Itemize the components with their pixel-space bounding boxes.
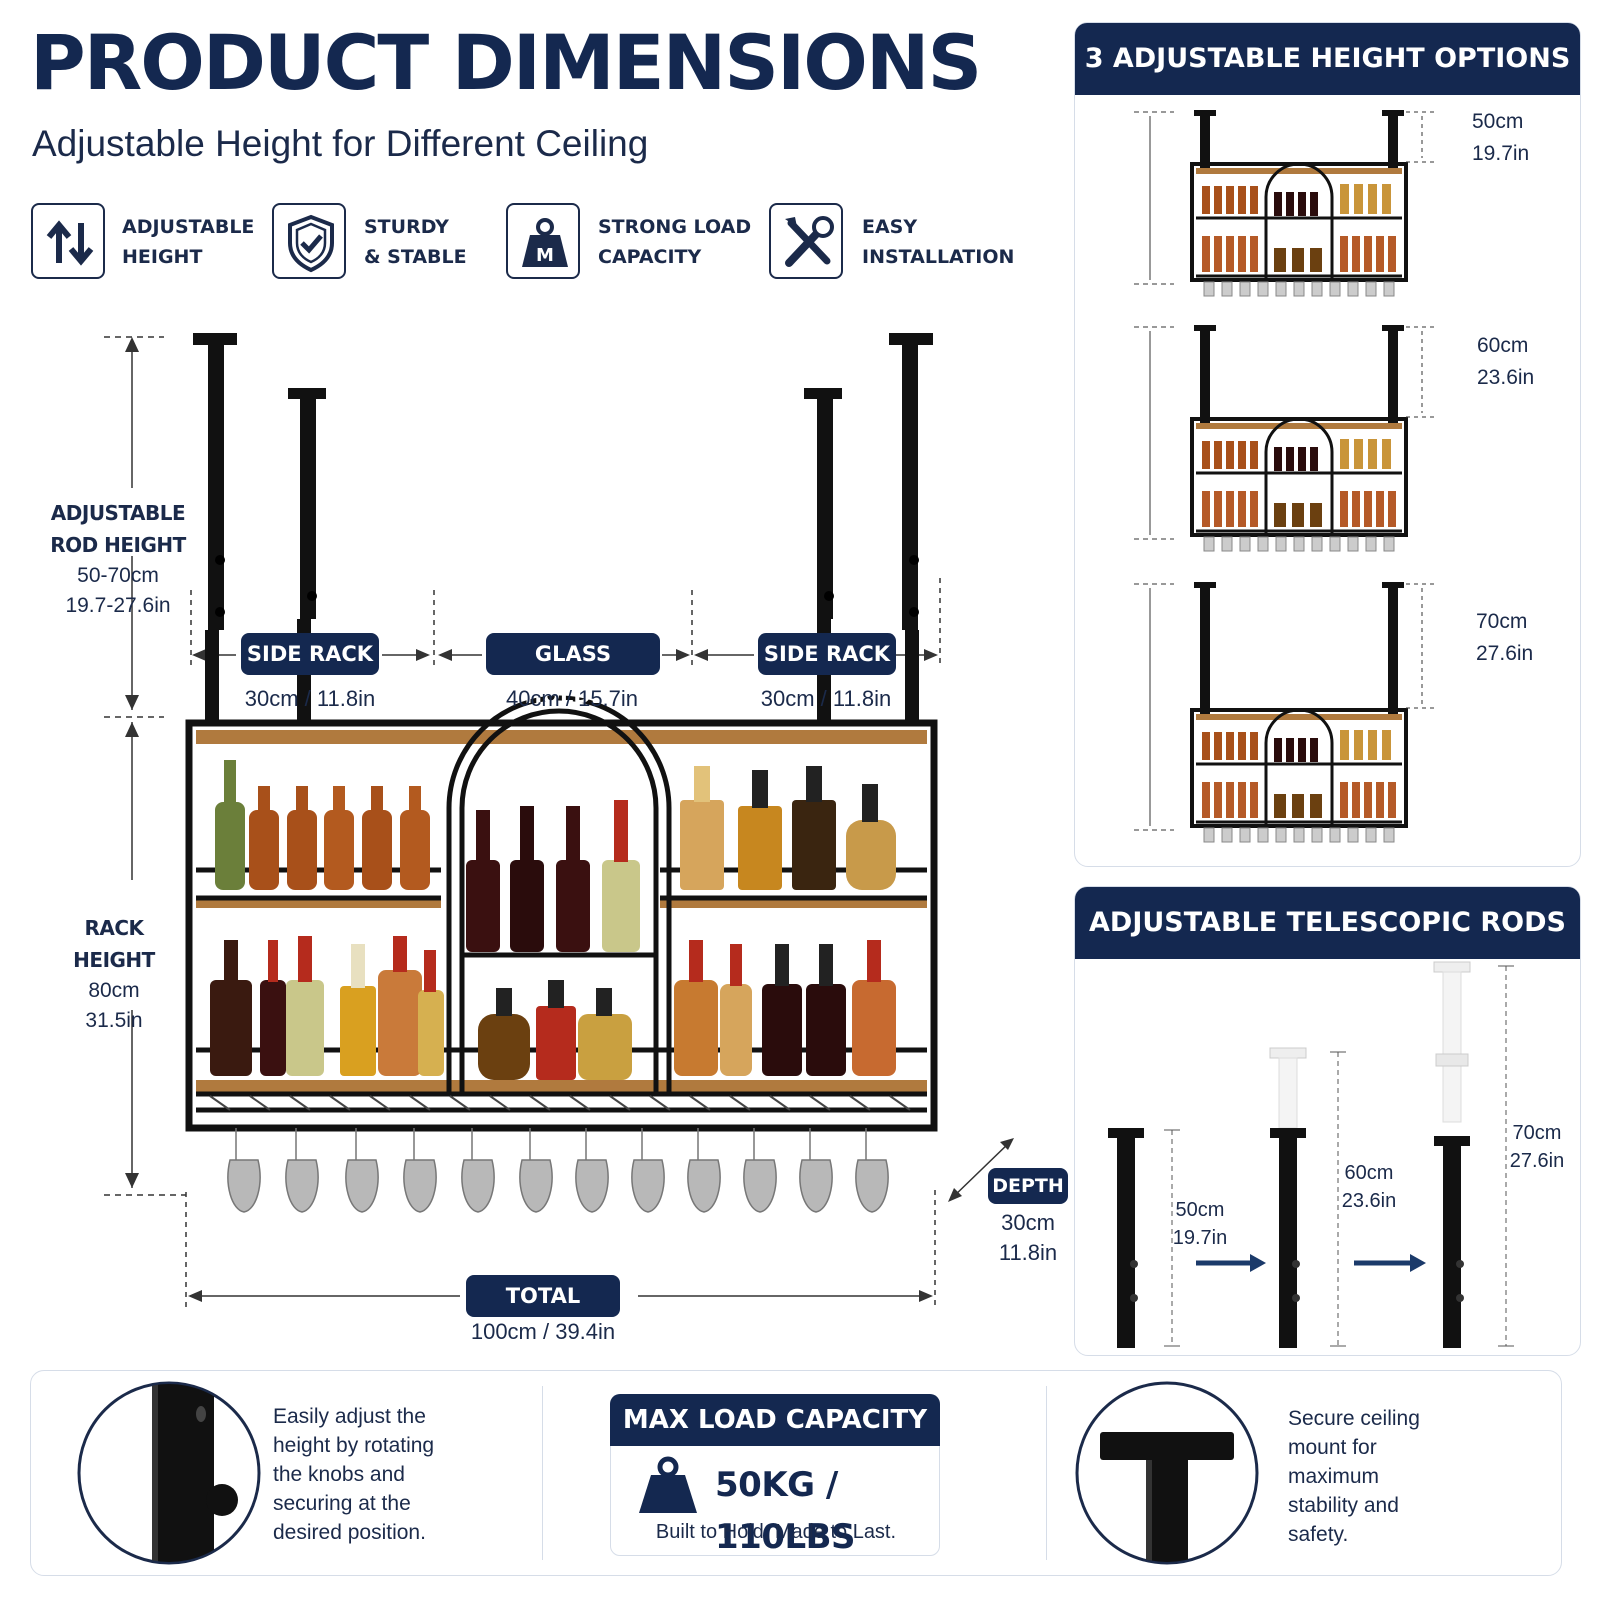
hanging-glasses <box>227 1128 889 1213</box>
divider <box>542 1386 543 1560</box>
wine-rack-illustration <box>104 333 1014 1310</box>
max-load-card: MAX LOAD CAPACITY 50KG / 110LBS Built to… <box>610 1394 940 1557</box>
feature-label-line2: HEIGHT <box>122 246 203 268</box>
svg-text:M: M <box>536 245 554 266</box>
tools-icon <box>769 203 843 279</box>
total-width-badge: TOTAL WIDTH <box>466 1275 620 1350</box>
depth-in: 11.8in <box>998 1240 1058 1265</box>
feature-label-line1: ADJUSTABLE <box>122 216 255 238</box>
side-rack-right-badge: SIDE RACK <box>758 633 896 675</box>
feature-label-line1: STRONG LOAD <box>598 216 752 238</box>
feature-label-line2: & STABLE <box>364 246 467 268</box>
feature-label-line1: STURDY <box>364 216 449 238</box>
shield-check-icon <box>272 203 346 279</box>
knob-detail-image <box>77 1381 261 1565</box>
bottles-upper-right <box>680 766 896 890</box>
height-options-title: 3 ADJUSTABLE HEIGHT OPTIONS <box>1075 23 1580 95</box>
height-options-illustrations <box>1134 110 1436 843</box>
ceiling-mount-detail-image <box>1075 1381 1259 1565</box>
rod-height-label: ADJUSTABLE ROD HEIGHT 50-70cm 19.7-27.6i… <box>50 501 186 617</box>
page-subtitle: Adjustable Height for Different Ceiling <box>32 123 649 164</box>
bottles-arch-upper <box>466 800 640 952</box>
side-rack-right-dim: 30cm / 11.8in <box>760 686 892 711</box>
divider <box>1046 1386 1047 1560</box>
depth-cm: 30cm <box>1001 1210 1055 1235</box>
knob-description: Easily adjust the height by rotating the… <box>273 1405 435 1544</box>
telescopic-rods-panel: ADJUSTABLE TELESCOPIC RODS <box>1074 886 1581 1356</box>
side-rack-left-badge: SIDE RACK <box>241 633 379 675</box>
feature-label-line2: INSTALLATION <box>862 246 1015 268</box>
glass-holder-badge: GLASS HOLDER <box>486 633 660 708</box>
weight-icon: M <box>506 203 580 279</box>
rack-height-label: RACK HEIGHT 80cm 31.5in <box>73 916 155 1032</box>
feature-label-line1: EASY <box>862 216 918 238</box>
total-width-dim: 100cm / 39.4in <box>470 1319 616 1344</box>
depth-badge: DEPTH <box>988 1168 1068 1204</box>
telescopic-rods-title: ADJUSTABLE TELESCOPIC RODS <box>1075 887 1580 959</box>
bottles-upper-left <box>215 760 430 890</box>
mount-description: Secure ceiling mount for maximum stabili… <box>1288 1407 1420 1546</box>
max-load-value: 50KG / 110LBS <box>715 1465 856 1557</box>
glass-holder-dim: 40cm / 15.7in <box>505 686 639 711</box>
telescopic-rods-illustration <box>1108 961 1514 1348</box>
page-title: PRODUCT DIMENSIONS <box>30 18 982 107</box>
side-rack-left-dim: 30cm / 11.8in <box>244 686 376 711</box>
feature-label-line2: CAPACITY <box>598 246 702 268</box>
max-load-tagline: Built to Hold. Made to Last. <box>655 1521 897 1543</box>
bottles-lower-right <box>674 940 896 1076</box>
max-load-title: MAX LOAD CAPACITY <box>610 1394 940 1446</box>
weight-icon <box>639 1456 697 1513</box>
bottles-arch-lower <box>478 980 632 1080</box>
bottles-lower-left <box>210 936 444 1076</box>
up-down-arrows-icon <box>31 203 105 279</box>
